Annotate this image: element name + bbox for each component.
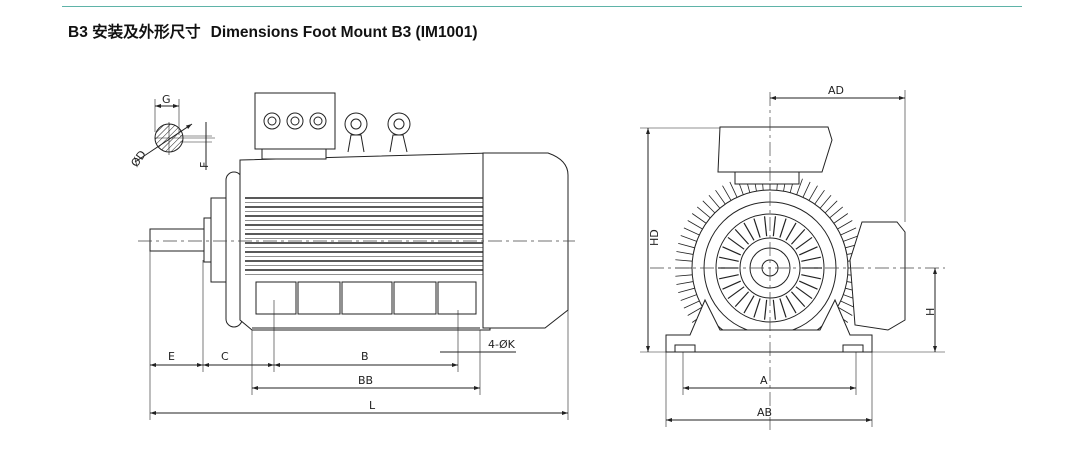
fin-line xyxy=(743,295,755,314)
fin-line xyxy=(796,178,803,195)
label-ad: AD xyxy=(828,84,844,97)
fin-line xyxy=(801,256,821,262)
fin-line xyxy=(763,299,768,320)
title-cn: B3 安装及外形尺寸 xyxy=(68,24,201,41)
foot-panels xyxy=(252,281,480,329)
fin-line xyxy=(798,280,818,290)
front-view: HD AD H A AB xyxy=(640,84,945,430)
fin-line xyxy=(779,218,787,238)
fin-line xyxy=(680,235,697,242)
fin-line xyxy=(833,213,849,224)
fin-line xyxy=(779,298,787,318)
fin-line xyxy=(729,181,738,198)
front-terminal-base xyxy=(734,171,800,185)
fin-line xyxy=(837,220,853,230)
side-junction-box xyxy=(849,221,906,331)
fin-line xyxy=(691,213,707,224)
fin-line xyxy=(734,291,750,308)
cable-glands xyxy=(263,112,327,130)
label-g: G xyxy=(162,93,171,106)
terminal-box-base xyxy=(261,148,327,160)
fin-line xyxy=(687,220,703,230)
shaft-section-detail: G ØD F xyxy=(128,93,215,170)
fin-line xyxy=(727,236,745,250)
label-ab: AB xyxy=(757,406,772,419)
motor-frame xyxy=(239,152,491,331)
fin-line xyxy=(727,286,745,300)
header-rule xyxy=(62,6,1022,7)
label-b: B xyxy=(361,350,369,363)
fin-line xyxy=(808,185,818,201)
fin-line xyxy=(802,181,811,198)
cooling-fins xyxy=(245,197,485,275)
fin-line xyxy=(678,243,695,249)
fin-line xyxy=(785,295,797,314)
fin-line xyxy=(678,287,695,293)
fin-line xyxy=(683,300,700,309)
fan-cover xyxy=(482,152,569,329)
fin-line xyxy=(715,189,726,205)
fin-line xyxy=(785,222,797,241)
label-k: 4-ØK xyxy=(488,338,516,351)
fin-line xyxy=(676,281,694,285)
side-view: G ØD F xyxy=(128,92,575,420)
fin-line xyxy=(734,228,750,245)
fin-line xyxy=(743,222,755,241)
fin-line xyxy=(837,306,853,316)
label-bb: BB xyxy=(358,374,373,387)
lifting-eyes xyxy=(344,112,411,153)
fin-line xyxy=(683,227,700,236)
fin-line xyxy=(819,194,832,209)
fin-line xyxy=(829,206,844,219)
fin-line xyxy=(795,286,813,300)
label-a: A xyxy=(760,374,768,387)
terminal-box xyxy=(254,92,336,150)
label-c: C xyxy=(221,350,229,363)
fin-line xyxy=(708,194,721,209)
label-e: E xyxy=(168,350,175,363)
fin-line xyxy=(795,236,813,250)
fin-line xyxy=(763,216,768,237)
fin-line xyxy=(790,291,806,308)
fin-line xyxy=(843,235,860,242)
fin-line xyxy=(722,280,742,290)
fin-line xyxy=(801,274,821,280)
side-dimensions: E C B BB L 4-ØK xyxy=(149,250,569,420)
front-terminal-box xyxy=(717,126,833,173)
fin-line xyxy=(687,306,703,316)
fin-line xyxy=(680,294,697,301)
fin-line xyxy=(722,185,732,201)
fin-line xyxy=(840,227,857,236)
fin-line xyxy=(719,256,739,262)
fin-line xyxy=(753,218,761,238)
fin-line xyxy=(824,200,838,214)
front-dimensions: HD AD H A AB xyxy=(640,84,945,427)
fin-line xyxy=(790,228,806,245)
fin-line xyxy=(702,200,716,214)
shaft xyxy=(149,228,206,252)
fin-line xyxy=(772,299,777,320)
fin-line xyxy=(696,206,711,219)
title-en: Dimensions Foot Mount B3 (IM1001) xyxy=(210,24,478,41)
fin-line xyxy=(772,216,777,237)
fin-line xyxy=(676,251,694,255)
fin-line xyxy=(753,298,761,318)
label-hd: HD xyxy=(648,229,661,246)
fin-line xyxy=(798,246,818,256)
feet xyxy=(665,298,873,353)
label-f: F xyxy=(198,162,211,168)
fin-line xyxy=(814,189,825,205)
fin-line xyxy=(675,259,693,262)
fin-line xyxy=(675,274,693,277)
label-d: ØD xyxy=(128,148,148,169)
page-title: B3 安装及外形尺寸 Dimensions Foot Mount B3 (IM10… xyxy=(68,20,478,42)
label-h: H xyxy=(924,308,937,316)
label-l: L xyxy=(369,399,376,412)
fin-line xyxy=(719,274,739,280)
fin-line xyxy=(722,246,742,256)
